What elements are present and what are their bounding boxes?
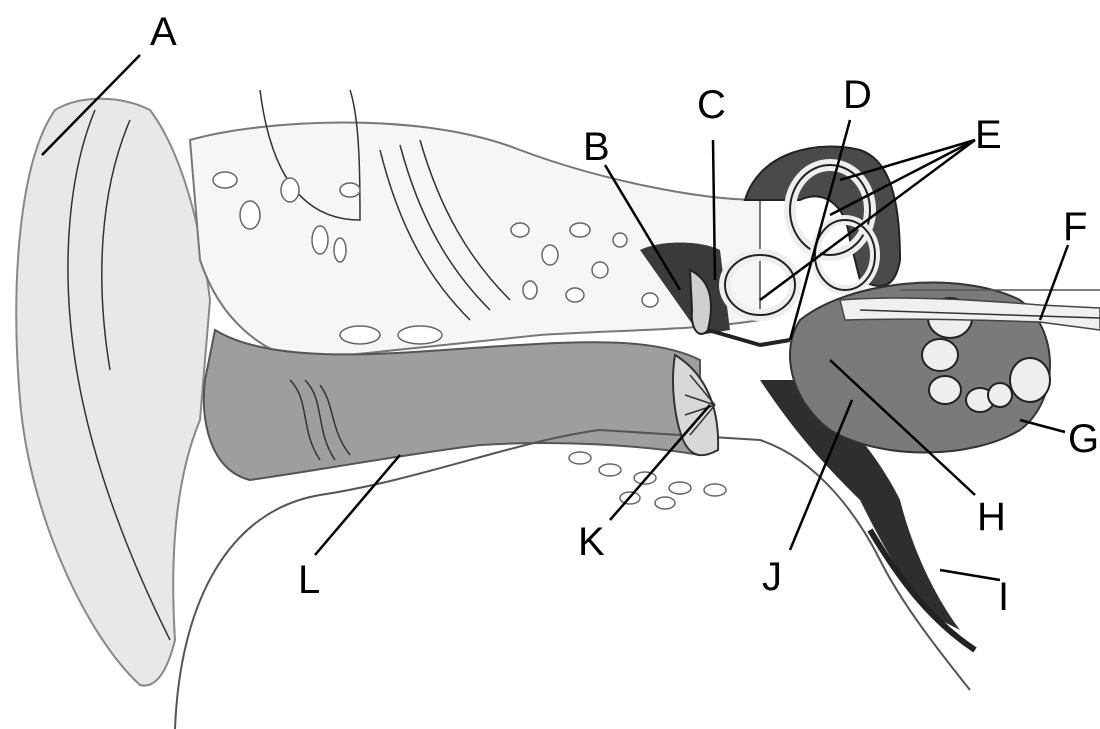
label-b: B [583, 125, 610, 169]
temporal-bone [190, 90, 760, 360]
pinna [16, 99, 210, 686]
label-h: H [977, 495, 1006, 539]
label-g: G [1068, 417, 1099, 461]
label-l: L [298, 558, 320, 602]
label-c: C [697, 83, 726, 127]
ear-canal [204, 330, 700, 480]
lower-bone-pores [569, 452, 726, 509]
label-k: K [578, 520, 605, 564]
label-i: I [998, 575, 1009, 619]
label-j: J [762, 555, 782, 599]
label-f: F [1063, 205, 1087, 249]
label-a: A [150, 10, 177, 54]
label-d: D [843, 73, 872, 117]
label-e: E [975, 113, 1002, 157]
